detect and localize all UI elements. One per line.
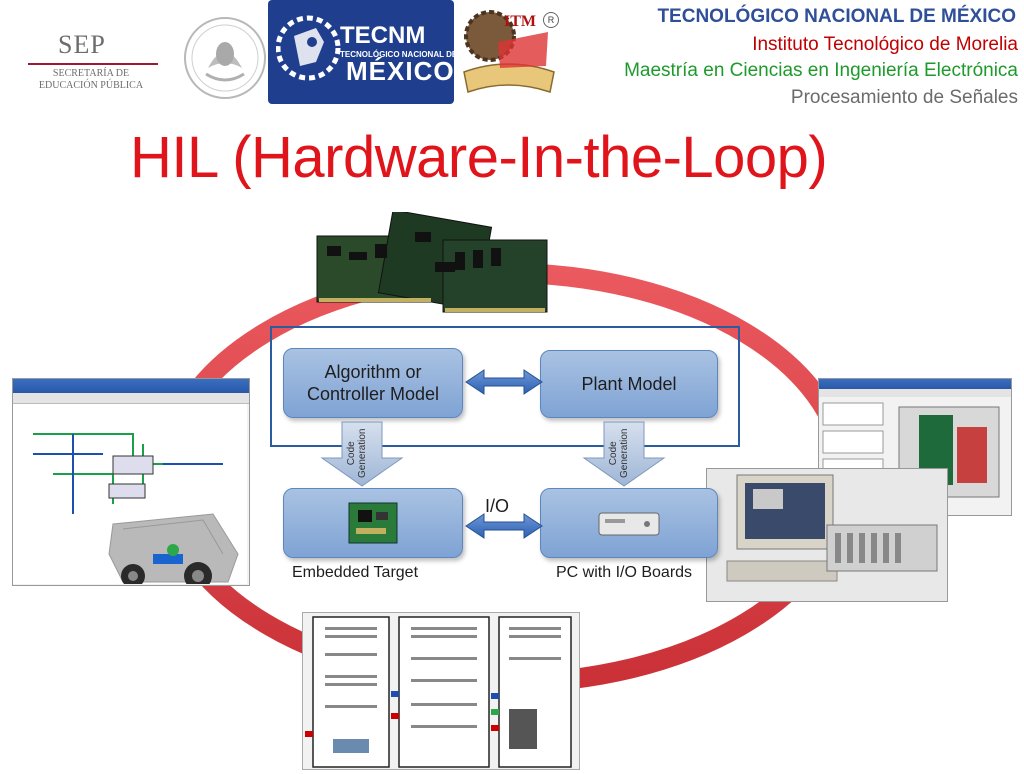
- gen-right-line1: Code: [608, 441, 619, 466]
- code-generation-right: Code Generation: [608, 429, 630, 478]
- simulink-truck-image: [12, 378, 250, 590]
- itm-logo: ITM: [463, 10, 555, 93]
- flowchart-contents-icon: [305, 616, 572, 768]
- registered-mark: R: [543, 12, 559, 28]
- tecnm-mexico: MÉXICO: [346, 56, 455, 86]
- plant-model-box: Plant Model: [540, 350, 718, 418]
- algorithm-controller-box: Algorithm or Controller Model: [283, 348, 463, 418]
- algorithm-line2: Controller Model: [306, 384, 440, 404]
- window-menubar: [13, 393, 249, 404]
- flowchart-image: [302, 612, 580, 770]
- pc-station-image: [706, 468, 948, 602]
- sep-subtitle: SECRETARÍA DE EDUCACIÓN PÚBLICA: [26, 68, 156, 92]
- gen-right-line2: Generation: [619, 428, 630, 478]
- panel-titlebar: [819, 379, 1011, 389]
- header-course: Procesamiento de Señales: [790, 87, 1018, 108]
- tecnm-subtitle: TECNOLÓGICO NACIONAL DE: [340, 50, 458, 59]
- gen-left-line1: Code: [346, 441, 357, 466]
- pcb-cards-image: [316, 212, 548, 313]
- tecnm-emblem-icon: [276, 15, 341, 81]
- window-titlebar: [13, 379, 249, 393]
- sep-logo: [10, 6, 170, 116]
- sep-title: SEP: [58, 30, 106, 59]
- code-generation-left: Code Generation: [346, 429, 368, 478]
- panel-tabs: [819, 389, 1011, 397]
- gen-left-line2: Generation: [357, 428, 368, 478]
- pc-box-icon: [598, 512, 660, 536]
- right-down-arrow: [582, 421, 666, 487]
- header-institution: TECNOLÓGICO NACIONAL DE MÉXICO: [657, 6, 1016, 27]
- pc-io-label: PC with I/O Boards: [556, 564, 693, 581]
- tecnm-title: TECNM: [340, 22, 426, 49]
- simulink-diagram-icon: [13, 404, 247, 590]
- itm-mark: ITM: [504, 13, 536, 30]
- slide-title: HIL (Hardware-In-the-Loop): [130, 125, 828, 190]
- mexico-seal-icon: [184, 17, 266, 99]
- left-down-arrow: [320, 421, 404, 487]
- header-campus: Instituto Tecnológico de Morelia: [752, 34, 1018, 55]
- pc-station-icon: [726, 474, 938, 582]
- io-label: I/O: [485, 496, 510, 516]
- sep-divider: [28, 63, 158, 65]
- pc-io-box: [540, 488, 718, 558]
- model-frame: [270, 326, 740, 447]
- model-double-arrow: [465, 369, 543, 395]
- embedded-board-icon: [348, 502, 398, 544]
- diagram-arrows: [320, 369, 666, 539]
- header-program: Maestría en Ciencias en Ingeniería Elect…: [624, 60, 1018, 81]
- embedded-target-label: Embedded Target: [292, 564, 419, 581]
- plant-model-label: Plant Model: [581, 374, 677, 394]
- io-double-arrow: [465, 513, 543, 539]
- sep-sub-line2: EDUCACIÓN PÚBLICA: [38, 80, 144, 91]
- embedded-target-box: [283, 488, 463, 558]
- algorithm-line1: Algorithm or: [324, 362, 422, 382]
- sep-sub-line1: SECRETARÍA DE: [52, 68, 130, 79]
